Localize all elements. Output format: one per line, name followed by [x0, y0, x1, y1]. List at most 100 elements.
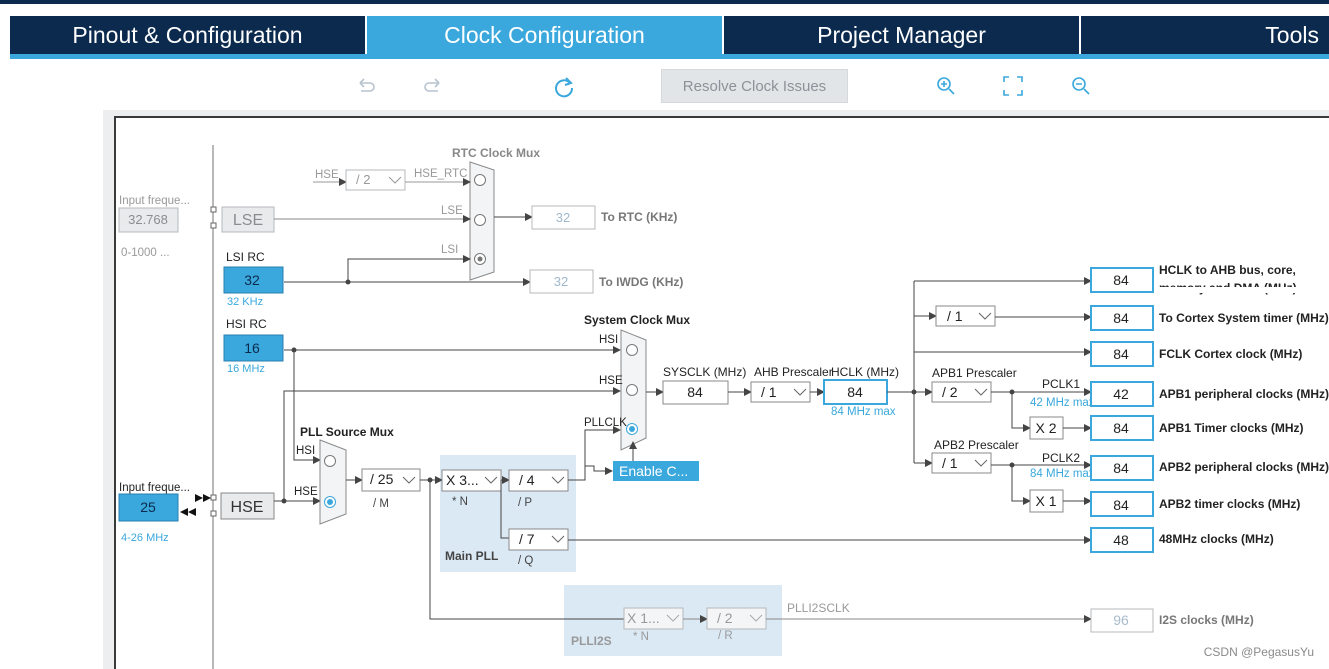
pllclk-to-sysmux-wire [568, 426, 621, 481]
cortex-timer-divider-select[interactable] [935, 305, 996, 327]
output-48mhz-box[interactable] [1090, 527, 1154, 553]
output-hclk-ahb: 84 HCLK to AHB bus, core, memory and DMA… [1090, 263, 1297, 295]
apb1-prescaler-value: / 2 [942, 384, 958, 400]
hse-input-field[interactable] [118, 493, 179, 522]
output-hclk-ahb-value: 84 [1113, 272, 1129, 288]
pll-q-divider-select[interactable] [508, 528, 569, 551]
rtc-hse-rtc-label: HSE_RTC [414, 168, 467, 180]
output-fclk-value: 84 [1113, 346, 1129, 362]
pll-p-divider-select[interactable] [508, 469, 569, 492]
pll-m-value: / 25 [370, 471, 394, 487]
output-apb2-timer-box[interactable] [1090, 491, 1154, 517]
undo-icon[interactable] [354, 75, 378, 97]
tab-clock-configuration[interactable]: Clock Configuration [367, 16, 722, 54]
apb2-prescaler-value: / 1 [942, 455, 958, 471]
reset-icon[interactable] [552, 75, 576, 99]
hse-pin-1 [210, 494, 217, 501]
pll-mux-hse-label: HSE [294, 486, 318, 498]
lsi-rc-value-box [223, 266, 284, 294]
cortex-div-chevron-icon [978, 312, 992, 320]
pll-source-mux[interactable] [319, 439, 347, 525]
ahb-chevron-icon [793, 388, 807, 396]
lsi-to-rtc-mux-wire [347, 255, 471, 282]
iwdg-output-box [529, 269, 594, 294]
sysmux-pllclk-label: PLLCLK [584, 417, 627, 429]
apb1-timer-multiplier-value: X 2 [1035, 420, 1056, 436]
apb1-to-x2-wire [1011, 392, 1031, 432]
pll-q-label: / Q [518, 555, 533, 567]
output-fclk-box[interactable] [1090, 341, 1154, 367]
rtc-mux-lse-radio[interactable] [474, 214, 486, 226]
pll-mux-hsi-radio[interactable] [324, 455, 336, 467]
output-apb2-timer-value: 84 [1113, 497, 1129, 513]
pll-source-mux-title: PLL Source Mux [300, 425, 394, 439]
apb1-prescaler-select[interactable] [931, 381, 992, 403]
iwdg-output-value: 32 [554, 274, 568, 289]
apb2-prescaler-label: APB2 Prescaler [934, 438, 1019, 452]
fit-screen-icon[interactable] [1002, 75, 1024, 97]
tab-pinout-configuration[interactable]: Pinout & Configuration [10, 16, 365, 54]
pll-n-value: X 3... [446, 472, 479, 488]
output-apb1-periph-box[interactable] [1090, 381, 1154, 407]
rtc-lsi-label: LSI [441, 244, 458, 256]
main-pll-title: Main PLL [445, 549, 498, 563]
zoom-out-icon[interactable] [1070, 75, 1092, 97]
lsi-rc-value: 32 [244, 272, 260, 288]
pll-m-chevron-icon [402, 476, 416, 484]
resolve-clock-issues-button[interactable]: Resolve Clock Issues [661, 69, 848, 103]
output-hclk-ahb-label: HCLK to AHB bus, core, [1159, 263, 1296, 277]
plli2s-r-select[interactable] [706, 607, 767, 630]
redo-icon[interactable] [421, 75, 445, 97]
pclk1-label: PCLK1 [1042, 377, 1080, 391]
apb1-prescaler-label: APB1 Prescaler [932, 366, 1017, 380]
system-clock-mux-title: System Clock Mux [584, 313, 690, 327]
rtc-hse-divider-select[interactable] [345, 169, 406, 191]
pll-m-label: / M [373, 498, 389, 510]
apb2-prescaler-select[interactable] [931, 452, 992, 474]
hclk-value: 84 [847, 384, 863, 400]
lse-input-field[interactable] [118, 207, 179, 233]
output-cortex-timer-label: To Cortex System timer (MHz) [1159, 311, 1329, 325]
main-tab-bar: Pinout & Configuration Clock Configurati… [10, 16, 1329, 54]
rtc-output-box [531, 205, 596, 230]
rtc-mux-hse-radio[interactable] [474, 174, 486, 186]
hse-block-label: HSE [231, 499, 264, 516]
rtc-hse-divider-value: / 2 [356, 172, 370, 187]
rtc-hse-label: HSE [315, 169, 339, 181]
pllclk-to-enable-wire [585, 465, 613, 475]
pll-p-value: / 4 [519, 472, 535, 488]
output-cortex-timer-box[interactable] [1090, 305, 1154, 331]
output-apb2-timer-label: APB2 timer clocks (MHz) [1159, 497, 1300, 511]
pll-q-value: / 7 [519, 531, 535, 547]
sysclk-value: 84 [687, 384, 703, 400]
plli2s-r-chevron-icon [749, 614, 763, 622]
hse-input-label: Input freque... [119, 482, 190, 494]
output-48mhz-label: 48MHz clocks (MHz) [1159, 532, 1274, 546]
apb1-chevron-icon [974, 388, 988, 396]
output-hclk-ahb-box[interactable] [1090, 267, 1154, 293]
rtc-output-label: To RTC (KHz) [601, 210, 677, 224]
output-apb1-timer-box[interactable] [1090, 415, 1154, 441]
zoom-in-icon[interactable] [935, 75, 957, 97]
enable-css-button[interactable] [613, 461, 699, 481]
output-apb2-periph-box[interactable] [1090, 455, 1154, 481]
tab-project-manager[interactable]: Project Manager [724, 16, 1079, 54]
hse-junction [281, 498, 287, 504]
sysmux-hse-label: HSE [599, 375, 623, 387]
lse-block-label: LSE [233, 212, 263, 229]
apb2-chevron-icon [974, 459, 988, 467]
sysmux-hsi-radio[interactable] [626, 344, 638, 356]
rtc-mux-lsi-selected [477, 256, 483, 262]
output-apb1-periph-label: APB1 peripheral clocks (MHz) [1159, 387, 1329, 401]
output-apb2-periph-value: 84 [1113, 460, 1129, 476]
rtc-lse-label: LSE [441, 205, 463, 217]
enable-css-label: Enable C... [619, 463, 688, 479]
ahb-prescaler-value: / 1 [761, 384, 777, 400]
sysmux-hse-radio[interactable] [626, 384, 638, 396]
lse-input-label: Input freque... [119, 195, 190, 207]
ahb-prescaler-select[interactable] [750, 381, 811, 403]
tab-tools[interactable]: Tools [1081, 16, 1329, 54]
hsi-rc-value-box [223, 334, 284, 362]
lse-pin-2 [210, 222, 217, 229]
